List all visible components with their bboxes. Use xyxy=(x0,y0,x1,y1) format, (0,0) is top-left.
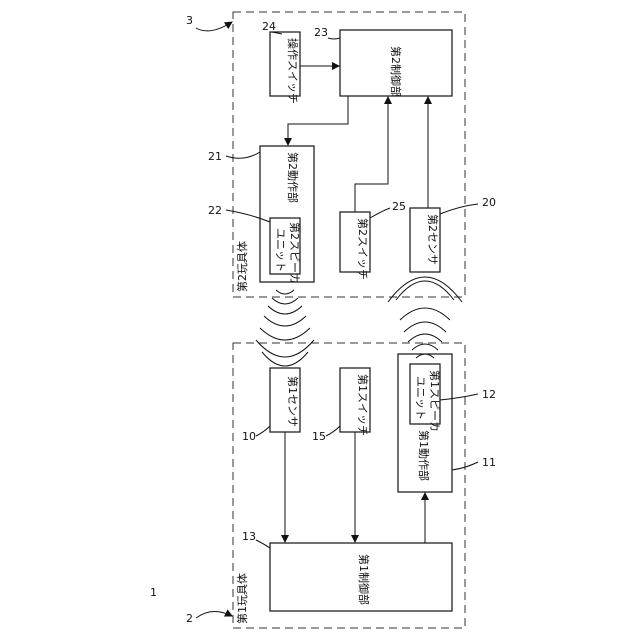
first-switch-label: 第1スイッチ xyxy=(356,374,370,436)
figure-number: 1 xyxy=(150,586,157,599)
first-switch-ref: 15 xyxy=(312,430,326,443)
first-speaker-label-line2: ユニット xyxy=(414,376,427,420)
toy2-ref-leader xyxy=(196,22,232,31)
second-actuator-ref: 21 xyxy=(208,150,222,163)
operation-switch-label: 操作スイッチ xyxy=(286,38,300,104)
arrow-switch2-to-controller2 xyxy=(355,97,388,212)
first-sensor-label: 第1センサ xyxy=(286,376,300,427)
second-switch-ref: 25 xyxy=(392,200,406,213)
second-speaker-ref: 22 xyxy=(208,204,222,217)
first-controller-label: 第1制御部 xyxy=(357,554,371,605)
first-sensor-leader xyxy=(256,426,270,436)
toy1-ref-leader xyxy=(196,611,232,618)
toy2-ref: 3 xyxy=(186,14,193,27)
toy1-label: 第1玩具体 xyxy=(235,573,249,624)
first-actuator-label: 第1動作部 xyxy=(417,430,431,481)
first-switch-leader xyxy=(326,426,340,436)
second-actuator-leader xyxy=(226,152,260,158)
second-sensor-leader xyxy=(440,204,478,214)
second-controller-leader xyxy=(328,38,340,39)
second-sensor-ref: 20 xyxy=(482,196,496,209)
second-actuator-label: 第2動作部 xyxy=(286,152,300,203)
first-controller-leader xyxy=(256,540,270,548)
second-sensor-receive-arcs xyxy=(388,277,462,302)
first-sensor-receive-arcs xyxy=(256,340,314,366)
first-actuator-ref: 11 xyxy=(482,456,496,469)
second-controller-ref: 23 xyxy=(314,26,328,39)
toy1-ref: 2 xyxy=(186,612,193,625)
first-controller-ref: 13 xyxy=(242,530,256,543)
second-sensor-label: 第2センサ xyxy=(426,214,440,265)
second-switch-leader xyxy=(370,208,390,218)
operation-switch-ref: 24 xyxy=(262,20,276,33)
second-speaker-label-line1: 第2スピーカ xyxy=(288,222,302,284)
first-speaker-label-line1: 第1スピーカ xyxy=(428,370,442,432)
first-sensor-ref: 10 xyxy=(242,430,256,443)
first-speaker-sound-waves xyxy=(400,308,450,358)
second-controller-label: 第2制御部 xyxy=(389,46,403,97)
first-speaker-ref: 12 xyxy=(482,388,496,401)
toy2-label: 第2玩具体 xyxy=(235,241,249,292)
second-speaker-label-line2: ユニット xyxy=(274,228,287,272)
second-switch-label: 第2スイッチ xyxy=(356,218,370,280)
